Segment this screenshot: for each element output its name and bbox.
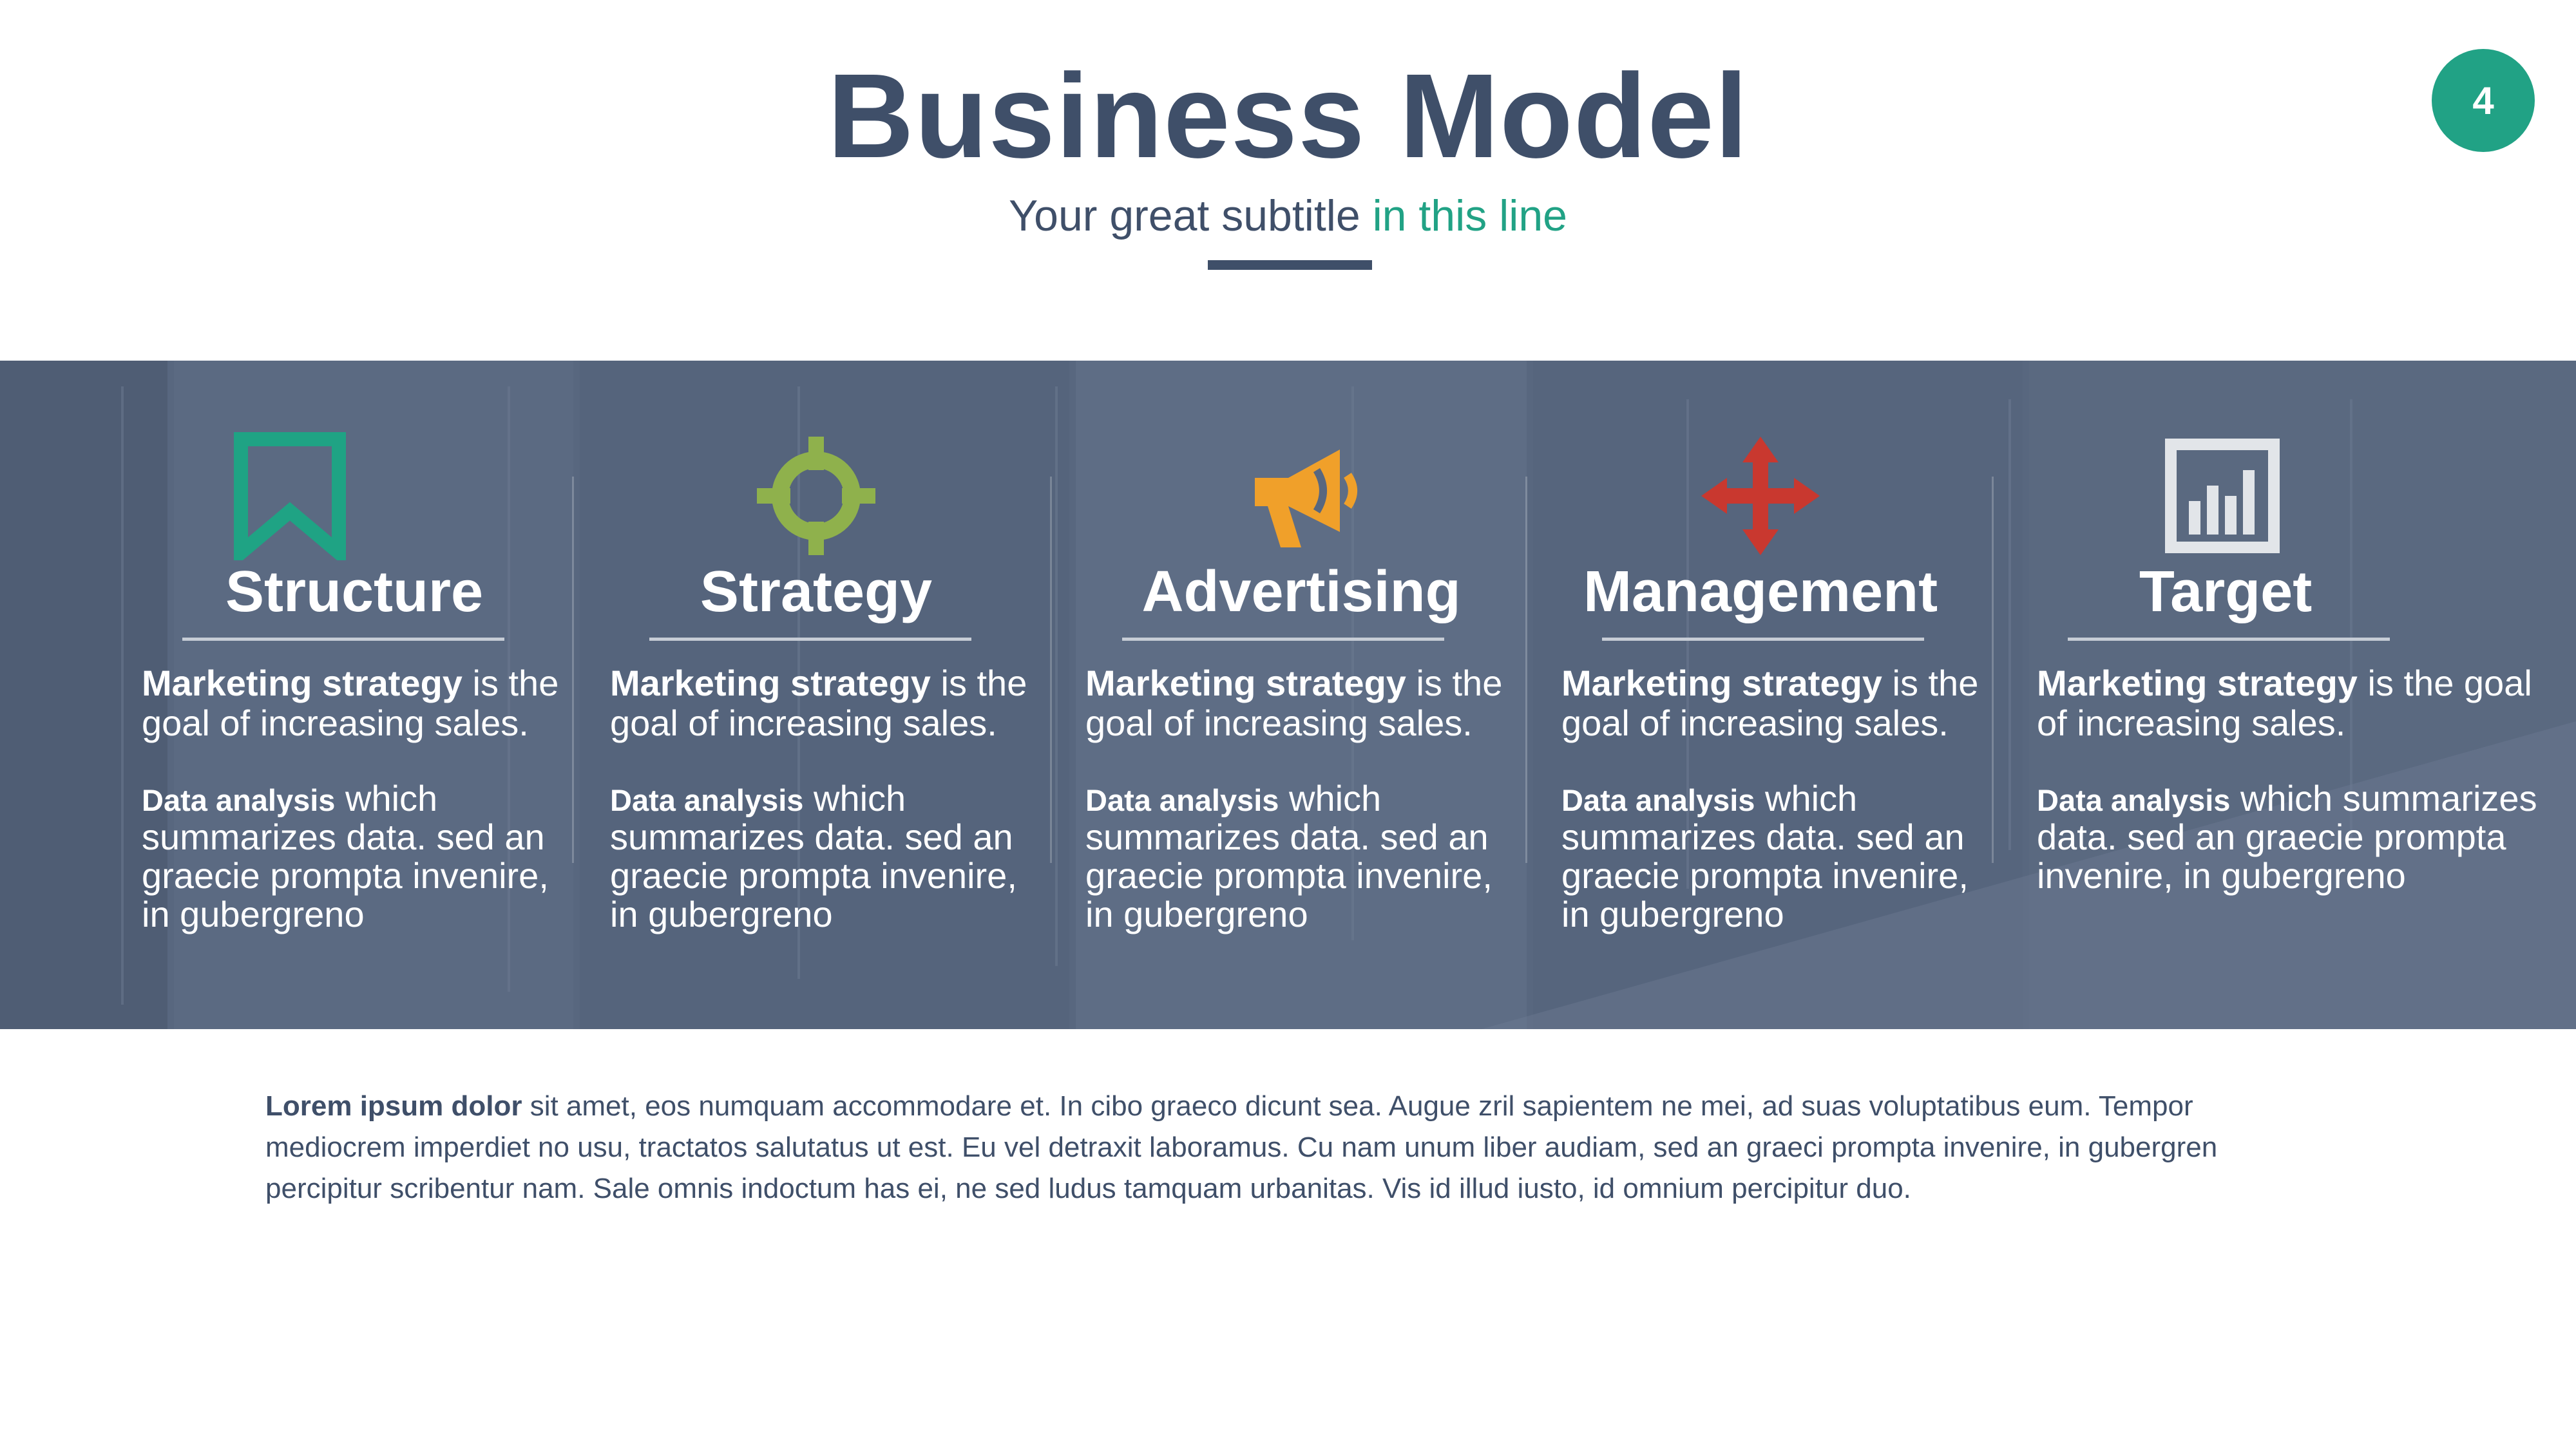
column-structure: Structure Marketing strategy is the goal… [0,361,580,1029]
column-separator [1525,477,1527,863]
footer-lead: Lorem ipsum dolor [265,1090,522,1122]
bar-chart-icon [2165,439,2280,553]
column-strategy: Strategy Marketing strategy is the goal … [470,361,1050,1029]
footer-paragraph: Lorem ipsum dolor sit amet, eos numquam … [265,1086,2327,1209]
subtitle-underline [1208,260,1372,270]
column-body: Data analysis which summarizes data. sed… [1085,778,1493,934]
column-divider [1122,638,1444,641]
column-management: Management Marketing strategy is the goa… [1424,361,2003,1029]
bookmark-icon [234,432,346,560]
column-lead: Marketing strategy is the goal of increa… [610,663,1027,743]
server-room-background [0,361,2576,1029]
column-title: Advertising [1141,560,1461,624]
column-divider [1602,638,1924,641]
column-lead: Marketing strategy is the goal of increa… [1561,663,1979,743]
column-body: Data analysis which summarizes data. sed… [2037,778,2537,896]
footer-text: sit amet, eos numquam accommodare et. In… [265,1090,2218,1204]
column-divider [2068,638,2390,641]
column-divider [182,638,504,641]
column-target: Target Marketing strategy is the goal of… [1900,361,2570,1029]
column-body: Data analysis which summarizes data. sed… [142,778,549,934]
column-title: Strategy [700,560,933,624]
subtitle-accent: in this line [1372,191,1567,240]
move-arrows-icon [1701,437,1820,555]
crosshair-icon [757,437,875,555]
page-title: Business Model [827,50,1749,183]
megaphone-icon [1255,450,1357,547]
column-title: Structure [225,560,484,624]
column-divider [649,638,971,641]
column-lead: Marketing strategy is the goal of increa… [1085,663,1503,743]
page-subtitle: Your great subtitle in this line [0,192,2576,240]
column-lead: Marketing strategy is the goal of increa… [142,663,559,743]
column-title: Management [1583,560,1938,624]
column-separator [572,477,574,863]
column-title: Target [2139,560,2313,624]
column-separator [1992,477,1994,863]
column-separator [1050,477,1052,863]
feature-band: Structure Marketing strategy is the goal… [0,361,2576,1029]
page-number-badge: 4 [2432,49,2535,152]
column-body: Data analysis which summarizes data. sed… [610,778,1017,934]
column-lead: Marketing strategy is the goal of increa… [2037,663,2532,743]
subtitle-main: Your great subtitle [1009,191,1360,240]
column-advertising: Advertising Marketing strategy is the go… [947,361,1527,1029]
column-body: Data analysis which summarizes data. sed… [1561,778,1969,934]
